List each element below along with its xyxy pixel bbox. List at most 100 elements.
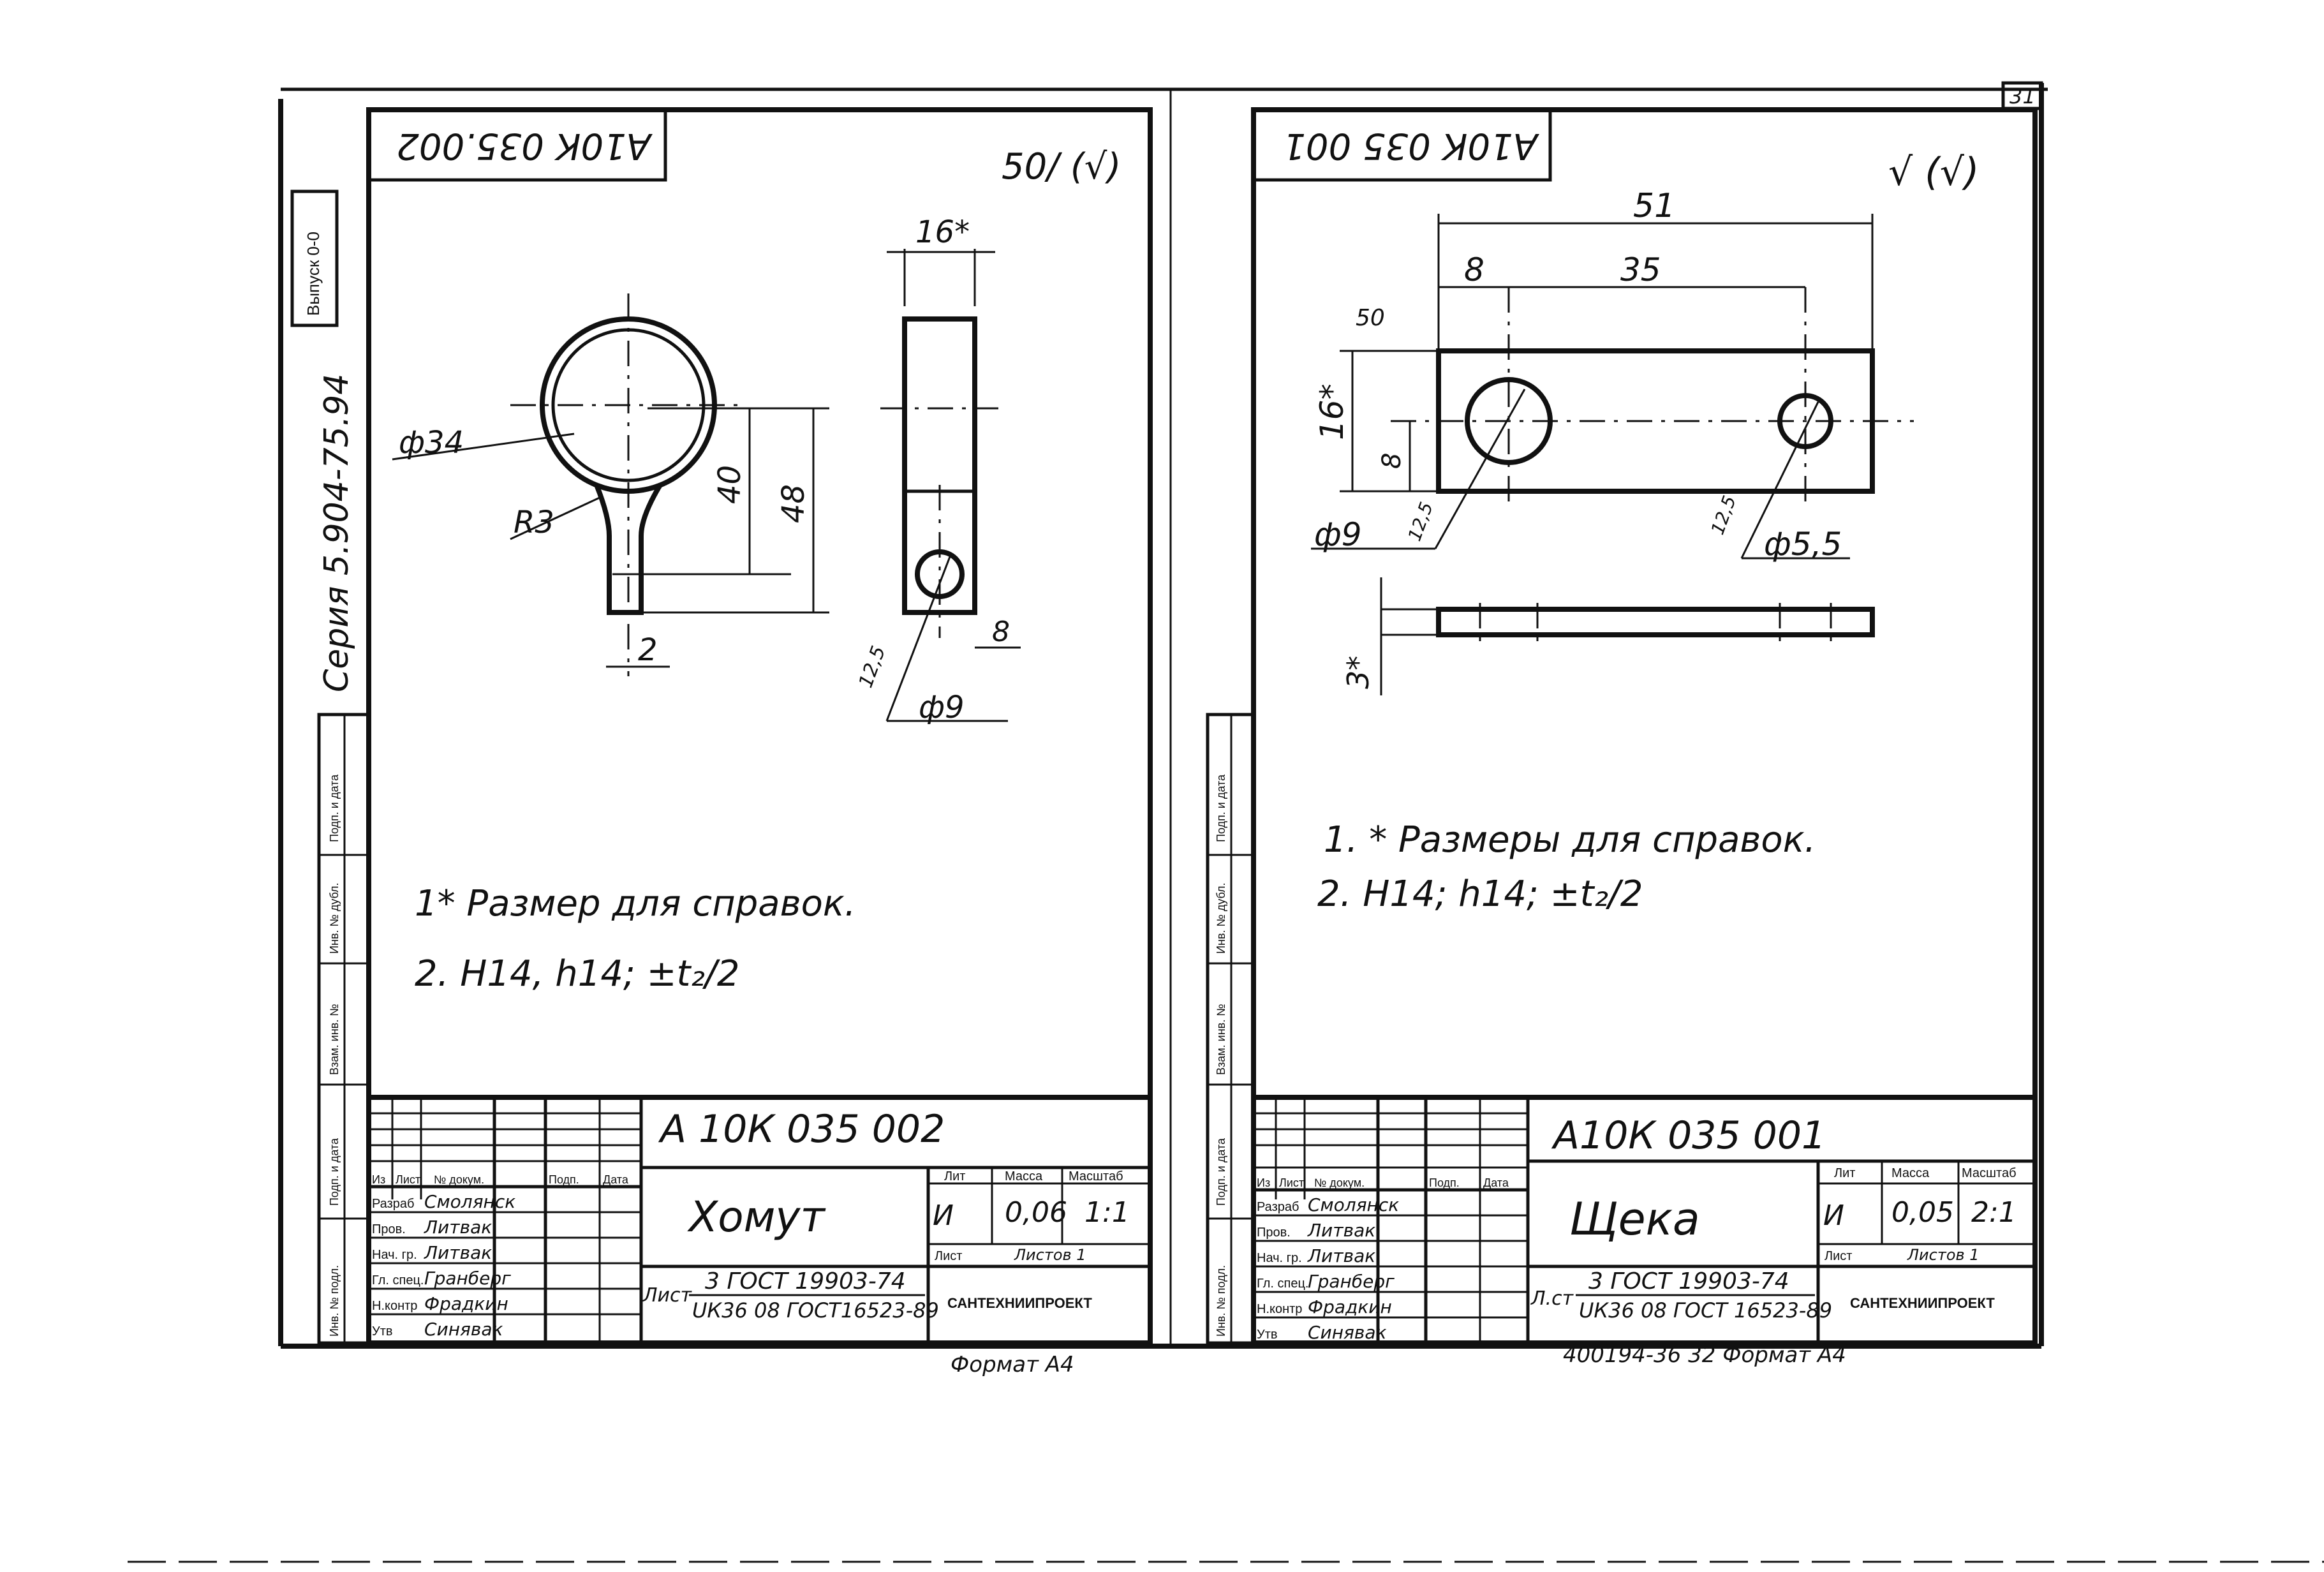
roughness-side: 50 [1356,305,1385,331]
side-col-3: Взам. инв. № [328,1004,341,1075]
right-note-1: 1. * Размеры для справок. [1324,819,1816,861]
stamp-role: Н.контр [1257,1302,1302,1316]
stamp-name: Фрадкин [424,1293,508,1314]
left-format: Формат А4 [951,1352,1074,1377]
dim-40: 40 [712,465,748,504]
stamp-name: Синявак [1308,1322,1387,1343]
stamp-name: Гранберг [424,1268,511,1289]
side-col-4: Подп. и дата [328,1138,341,1206]
stamp-role: Нач. гр. [372,1248,417,1262]
stamp-h-1: Из [372,1173,385,1186]
stamp-role: Гл. спец. [372,1273,424,1287]
left-note-2: 2. Н14, h14; ±t₂/2 [415,953,739,995]
stamp-name: Литвак [1307,1245,1375,1266]
dim-hole-dia: ф9 [919,690,965,725]
dim-48: 48 [776,484,811,523]
side-stamp: Выпуск 0-0 [304,232,323,316]
left-code-rotated: А10К 035.002 [396,125,653,167]
col-scale: Масштаб [1962,1166,2017,1180]
stamp-role: Нач. гр. [1257,1251,1302,1265]
dim-radius: R3 [514,505,554,540]
series-label: Серия 5.904-75.94 [318,374,356,692]
stamp-name: Фрадкин [1308,1296,1392,1317]
roughness-hole1: 12,5 [1404,500,1437,544]
dim-length-51: 51 [1633,187,1675,225]
right-material-2: UК36 08 ГОСТ 16523-89 [1579,1298,1832,1323]
left-material-2: UК36 08 ГОСТ16523-89 [692,1298,939,1323]
stamp-h-3: № докум. [1314,1176,1365,1189]
left-material-prefix: Лист [642,1284,693,1307]
stamp-role: Пров. [372,1222,406,1236]
stamp-name: Гранберг [1308,1271,1395,1292]
stamp-role: Разраб [372,1197,414,1211]
stamp-role: Н.контр [372,1299,417,1313]
dim-width-16: 16* [915,214,970,250]
left-stage: И [933,1199,954,1232]
right-stage: И [1823,1199,1844,1232]
stamp-role: Пров. [1257,1226,1291,1240]
dim-edge-8: 8 [992,616,1010,648]
stamp-name: Литвак [424,1217,492,1238]
right-mass: 0,05 [1891,1196,1954,1229]
stamp-h-3: № докум. [434,1173,484,1186]
page-number-box: 31 [2001,81,2043,110]
right-format: 400194-36 32 Формат А4 [1563,1342,1846,1368]
stamp-name: Литвак [1307,1220,1375,1241]
col-mass: Масса [1005,1169,1043,1183]
stamp-h-4: Подп. [549,1173,579,1186]
side-col-3: Взам. инв. № [1215,1004,1227,1075]
left-part-name: Хомут [687,1192,826,1242]
side-col-4: Подп. и дата [1215,1138,1227,1206]
stamp-h-2: Лист [1279,1176,1304,1189]
left-org: САНТЕХНИИПРОЕКТ [947,1295,1092,1311]
side-col-2: Инв. № дубл. [1215,883,1227,954]
right-title-code: А10К 035 001 [1551,1113,1826,1158]
dim-thickness: 2 [638,632,658,668]
right-material-prefix: Л.ст [1530,1287,1574,1310]
dim-diameter-ring: ф34 [399,425,464,461]
stamp-h-4: Подп. [1429,1176,1460,1189]
col-lit: Лит [944,1169,965,1183]
dim-thickness-3: 3* [1341,656,1375,689]
left-note-1: 1* Размер для справок. [415,883,856,924]
roughness-hole2: 12,5 [1707,493,1740,538]
dim-height-16: 16* [1314,383,1351,440]
right-roughness-general: √ (√) [1888,150,1979,195]
stamp-h-5: Дата [603,1173,629,1186]
clamp-front-view: 40 48 ф34 R3 2 [392,293,829,676]
left-mass: 0,06 [1005,1196,1067,1229]
dim-hole-small: ф5,5 [1764,526,1842,563]
side-col-2: Инв. № дубл. [328,883,341,954]
right-code-rotated: А10К 035 001 [1283,125,1539,167]
stamp-role: Утв [372,1324,393,1338]
stamp-name: Смолянск [1308,1194,1399,1215]
left-material-1: 3 ГОСТ 19903-74 [705,1268,906,1294]
left-sheet: А10К 035.002 50/ (√) Подп. и дата Инв. №… [290,107,1153,1377]
dim-span-35: 35 [1620,251,1661,288]
right-title-block: Из Лист № докум. Подп. Дата Разраб Смоля… [1251,1095,2038,1346]
dim-hole-big: ф9 [1314,516,1362,553]
stamp-role: Гл. спец. [1257,1277,1308,1291]
side-col-1: Подп. и дата [1215,774,1227,842]
left-title-code: А 10К 035 002 [658,1107,945,1152]
right-sheets-label: Листов 1 [1907,1246,1980,1264]
right-note-2: 2. Н14; h14; ±t₂/2 [1317,873,1643,915]
side-col-5: Инв. № подл. [328,1265,341,1337]
left-scale: 1:1 [1084,1196,1130,1229]
col-scale: Масштаб [1069,1169,1123,1183]
left-sheets-label: Листов 1 [1014,1246,1086,1264]
clamp-side-view: 16* ф9 8 12,5 [855,214,1021,725]
right-scale: 2:1 [1971,1196,2017,1229]
stamp-name: Синявак [424,1319,503,1340]
left-sheet-label: Лист [935,1249,962,1263]
left-roughness-general: 50/ (√) [1002,146,1121,188]
dim-center-8: 8 [1377,453,1407,469]
dim-offset-8: 8 [1464,251,1484,288]
left-title-block: Из Лист № докум. Подп. Дата Разраб Смоля… [366,1095,1153,1346]
right-sheet-label: Лист [1824,1249,1852,1263]
col-mass: Масса [1891,1166,1930,1180]
stamp-h-2: Лист [396,1173,420,1186]
right-org: САНТЕХНИИПРОЕКТ [1850,1295,1995,1311]
stamp-name: Литвак [424,1242,492,1263]
